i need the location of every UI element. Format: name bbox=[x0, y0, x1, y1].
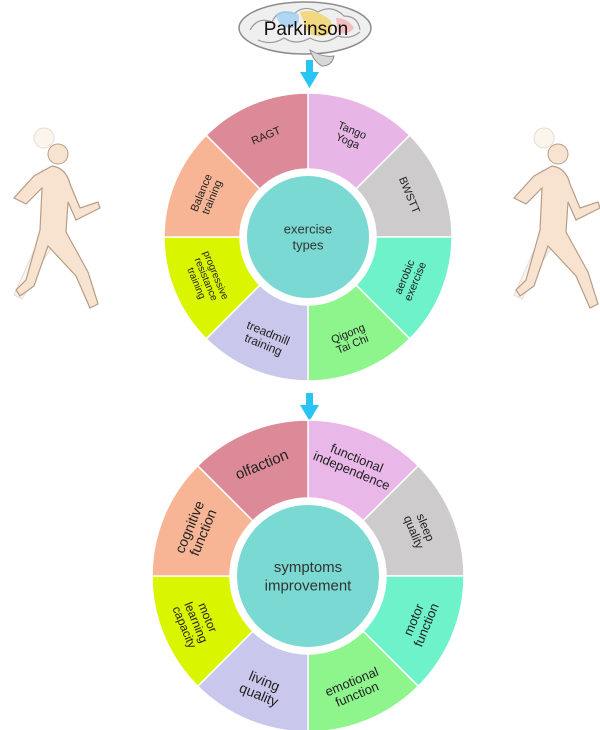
segment-label: motorlearningcapacity bbox=[169, 595, 222, 651]
runner-figure-right bbox=[513, 127, 600, 309]
arrow-down-icon bbox=[300, 60, 319, 88]
wheel-segment bbox=[307, 630, 420, 730]
segment-label: motorfunction bbox=[398, 596, 442, 649]
brain-icon bbox=[238, 1, 372, 67]
brain-label: Parkinson bbox=[264, 19, 349, 40]
runner-figure-left bbox=[13, 127, 101, 309]
wheel-segment bbox=[205, 92, 309, 190]
segment-label: cognitivefunction bbox=[171, 498, 221, 561]
wheel-2: functionalindependencesleepqualitymotorf… bbox=[151, 419, 465, 730]
segment-label: progressiveresistancetraining bbox=[181, 249, 231, 309]
wheel-center bbox=[245, 174, 371, 300]
wheel-center bbox=[235, 503, 381, 649]
wheel-segment bbox=[196, 419, 309, 522]
arrow-down-icon bbox=[300, 393, 319, 421]
